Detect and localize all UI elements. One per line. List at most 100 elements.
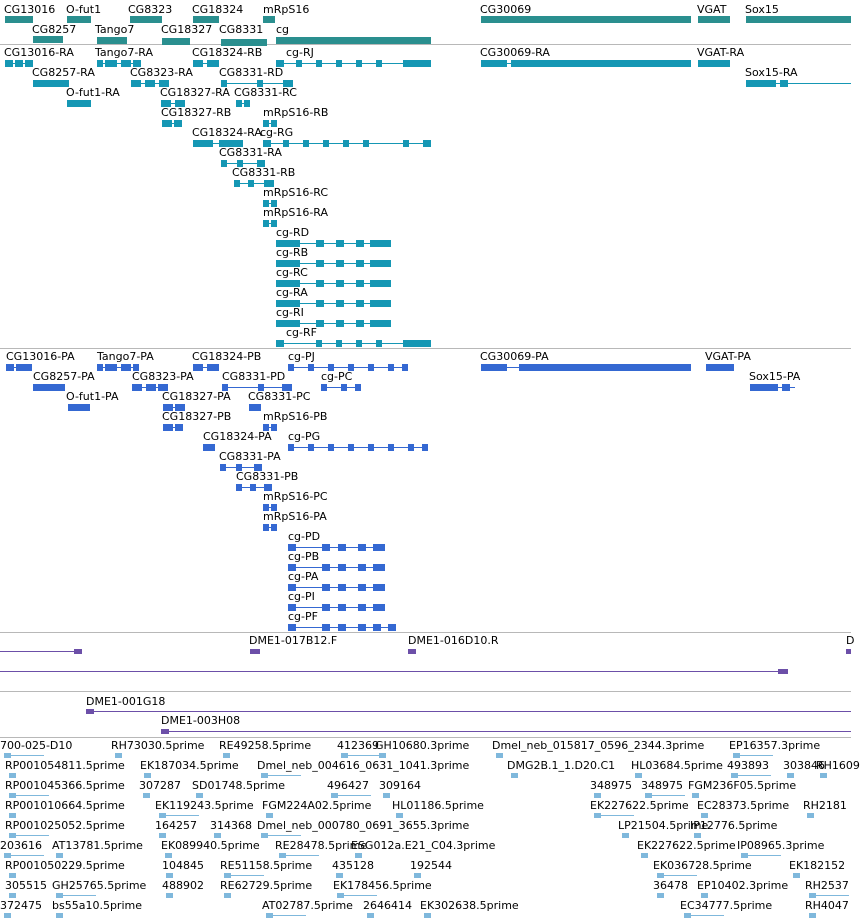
- exon-block[interactable]: [276, 340, 284, 347]
- exon-block[interactable]: [316, 280, 324, 287]
- est-line[interactable]: [657, 875, 697, 876]
- exon-block[interactable]: [303, 140, 309, 147]
- intron-line[interactable]: [263, 527, 277, 528]
- intron-line[interactable]: [161, 103, 185, 104]
- exon-block[interactable]: [316, 260, 324, 267]
- exon-block[interactable]: [33, 384, 65, 391]
- gene-glyph[interactable]: [698, 16, 730, 23]
- exon-block[interactable]: [356, 280, 364, 287]
- exon-block[interactable]: [373, 564, 385, 571]
- exon-block[interactable]: [271, 504, 277, 511]
- exon-block[interactable]: [316, 60, 322, 67]
- intron-line[interactable]: [263, 123, 277, 124]
- exon-block[interactable]: [373, 604, 385, 611]
- est-line[interactable]: [809, 895, 849, 896]
- exon-block[interactable]: [348, 444, 354, 451]
- est-glyph[interactable]: [692, 793, 699, 798]
- exon-block[interactable]: [283, 80, 293, 87]
- exon-block[interactable]: [336, 260, 344, 267]
- exon-block[interactable]: [132, 384, 142, 391]
- exon-block[interactable]: [97, 60, 103, 67]
- est-line[interactable]: [741, 855, 781, 856]
- exon-block[interactable]: [105, 60, 117, 67]
- est-glyph[interactable]: [9, 873, 16, 878]
- gene-glyph[interactable]: [481, 16, 691, 23]
- exon-block[interactable]: [146, 384, 156, 391]
- exon-block[interactable]: [321, 384, 327, 391]
- intron-line[interactable]: [276, 243, 391, 244]
- intron-line[interactable]: [234, 183, 274, 184]
- gene-glyph[interactable]: [67, 16, 91, 23]
- exon-block[interactable]: [288, 604, 296, 611]
- intron-line[interactable]: [746, 83, 851, 84]
- est-glyph[interactable]: [820, 773, 827, 778]
- clone-line[interactable]: [161, 731, 851, 732]
- est-line[interactable]: [261, 775, 301, 776]
- exon-block[interactable]: [158, 384, 168, 391]
- exon-block[interactable]: [408, 444, 414, 451]
- exon-block[interactable]: [336, 320, 344, 327]
- exon-block[interactable]: [222, 384, 228, 391]
- exon-block[interactable]: [376, 60, 382, 67]
- exon-block[interactable]: [248, 180, 254, 187]
- est-glyph[interactable]: [367, 913, 374, 918]
- exon-block[interactable]: [338, 544, 346, 551]
- exon-block[interactable]: [220, 464, 226, 471]
- exon-block[interactable]: [481, 364, 507, 371]
- intron-line[interactable]: [263, 223, 277, 224]
- exon-block[interactable]: [336, 300, 344, 307]
- est-line[interactable]: [4, 755, 44, 756]
- intron-line[interactable]: [163, 407, 185, 408]
- exon-block[interactable]: [271, 424, 277, 431]
- exon-block[interactable]: [271, 120, 277, 127]
- exon-block[interactable]: [257, 160, 265, 167]
- exon-block[interactable]: [370, 240, 391, 247]
- exon-block[interactable]: [162, 120, 172, 127]
- exon-block[interactable]: [255, 404, 261, 411]
- exon-block[interactable]: [221, 160, 227, 167]
- exon-block[interactable]: [175, 100, 185, 107]
- exon-block[interactable]: [249, 404, 255, 411]
- exon-block[interactable]: [698, 60, 730, 67]
- exon-block[interactable]: [519, 364, 691, 371]
- exon-block[interactable]: [288, 364, 294, 371]
- gene-glyph[interactable]: [97, 37, 127, 44]
- exon-block[interactable]: [296, 60, 302, 67]
- est-line[interactable]: [159, 815, 199, 816]
- est-glyph[interactable]: [224, 893, 231, 898]
- intron-line[interactable]: [288, 567, 385, 568]
- exon-block[interactable]: [370, 320, 391, 327]
- est-glyph[interactable]: [414, 873, 421, 878]
- est-glyph[interactable]: [223, 753, 230, 758]
- exon-block[interactable]: [271, 200, 277, 207]
- exon-block[interactable]: [358, 544, 366, 551]
- exon-block[interactable]: [356, 260, 364, 267]
- gene-glyph[interactable]: [221, 39, 267, 46]
- gene-glyph[interactable]: [746, 16, 851, 23]
- exon-block[interactable]: [25, 60, 33, 67]
- est-glyph[interactable]: [594, 793, 601, 798]
- exon-block[interactable]: [423, 140, 431, 147]
- exon-block[interactable]: [338, 624, 346, 631]
- est-line[interactable]: [279, 855, 319, 856]
- est-line[interactable]: [224, 875, 264, 876]
- est-glyph[interactable]: [622, 833, 629, 838]
- gene-glyph[interactable]: [5, 16, 33, 23]
- exon-block[interactable]: [750, 384, 778, 391]
- intron-line[interactable]: [236, 103, 250, 104]
- intron-line[interactable]: [263, 203, 277, 204]
- gene-glyph[interactable]: [263, 16, 275, 23]
- intron-line[interactable]: [97, 63, 141, 64]
- exon-block[interactable]: [121, 60, 131, 67]
- est-glyph[interactable]: [635, 773, 642, 778]
- exon-block[interactable]: [271, 220, 277, 227]
- intron-line[interactable]: [263, 427, 277, 428]
- exon-block[interactable]: [322, 604, 330, 611]
- exon-block[interactable]: [276, 260, 300, 267]
- exon-block[interactable]: [338, 584, 346, 591]
- exon-block[interactable]: [276, 280, 300, 287]
- exon-block[interactable]: [322, 564, 330, 571]
- exon-block[interactable]: [376, 340, 382, 347]
- exon-block[interactable]: [323, 140, 329, 147]
- exon-block[interactable]: [388, 364, 394, 371]
